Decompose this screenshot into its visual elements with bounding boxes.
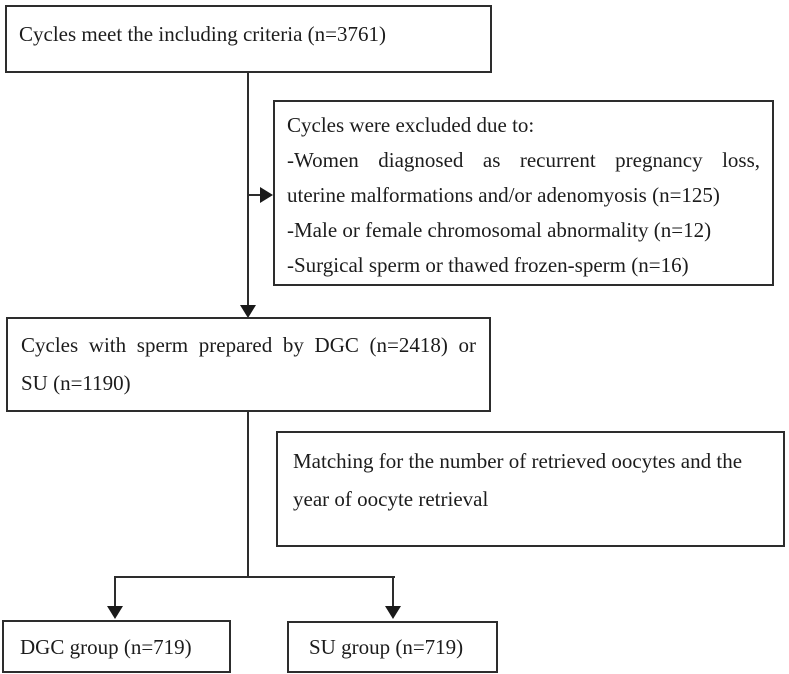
arrowhead-down-icon xyxy=(385,606,401,619)
box-sperm-prepared: Cycles with sperm prepared by DGC (n=241… xyxy=(6,317,491,412)
box-su-group: SU group (n=719) xyxy=(287,621,498,673)
connector-split-to-su xyxy=(392,576,394,607)
arrowhead-down-icon xyxy=(107,606,123,619)
matching-note-line1: Matching for the number of retrieved ooc… xyxy=(293,449,743,473)
arrowhead-down-icon xyxy=(240,305,256,318)
box-matching-note: Matching for the number of retrieved ooc… xyxy=(276,431,785,547)
exclusion-reason2: -Male or female chromosomal abnormality … xyxy=(287,218,712,242)
matching-note-line2: year of oocyte retrieval xyxy=(293,487,489,511)
box-dgc-group: DGC group (n=719) xyxy=(2,620,231,673)
connector-split-to-dgc xyxy=(114,576,116,607)
connector-prepared-to-split xyxy=(247,412,249,577)
exclusion-heading: Cycles were excluded due to: xyxy=(287,113,535,137)
su-group-text: SU group (n=719) xyxy=(309,635,464,659)
exclusion-reason3: -Surgical sperm or thawed frozen-sperm (… xyxy=(287,253,689,277)
connector-split-horizontal xyxy=(114,576,395,578)
connector-include-to-prepared xyxy=(247,73,249,306)
box-exclusion-reasons: Cycles were excluded due to: -Women diag… xyxy=(273,100,774,286)
box-inclusion-criteria: Cycles meet the including criteria (n=37… xyxy=(5,5,492,73)
inclusion-criteria-text: Cycles meet the including criteria (n=37… xyxy=(19,22,386,46)
dgc-group-text: DGC group (n=719) xyxy=(20,634,192,659)
exclusion-reason1-line1: -Women diagnosed as recurrent pregnancy … xyxy=(287,148,760,172)
sperm-prepared-line1: Cycles with sperm prepared by DGC (n=241… xyxy=(21,333,476,357)
connector-to-excluded xyxy=(248,194,262,196)
arrowhead-right-icon xyxy=(260,187,273,203)
exclusion-reason1-line2: uterine malformations and/or adenomyosis… xyxy=(287,183,720,207)
sperm-prepared-line2: SU (n=1190) xyxy=(21,371,131,395)
